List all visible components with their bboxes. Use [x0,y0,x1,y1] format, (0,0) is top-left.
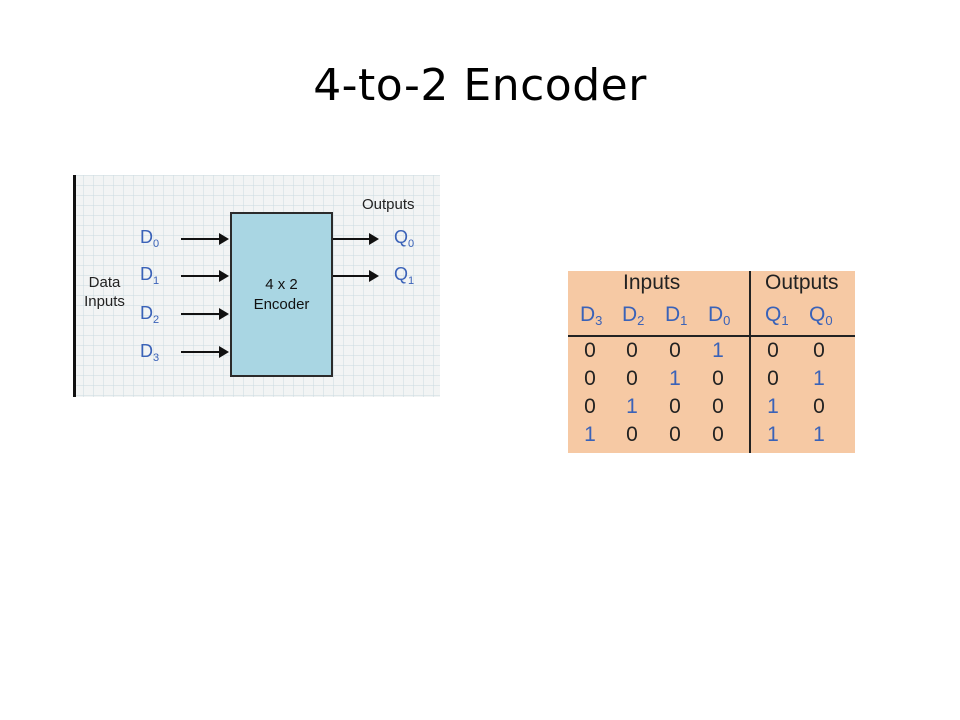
truth-table-divider [749,271,751,453]
truth-table-cell: 0 [712,423,724,446]
input-pin-d1: D1 [140,264,160,287]
input-arrow-d1 [181,270,229,282]
col-header-d2: D2 [622,303,645,328]
truth-table-cell: 0 [626,423,638,446]
truth-table-cell: 0 [712,395,724,418]
truth-table-cell: 0 [584,395,596,418]
input-arrow-d2 [181,308,229,320]
truth-table-cell: 1 [626,395,638,418]
truth-table-cell: 0 [813,339,825,362]
left-rule [73,175,76,397]
slide-title: 4-to-2 Encoder [313,60,647,111]
input-pin-d3: D3 [140,341,160,364]
output-arrow-q1 [333,270,379,282]
truth-table-cell: 1 [669,367,681,390]
output-arrow-q0 [333,233,379,245]
truth-table-cell: 1 [813,423,825,446]
truth-table-cell: 1 [767,423,779,446]
col-header-d3: D3 [580,303,603,328]
encoder-block-diagram: Data Inputs 4 x 2 Encoder Outputs D0 D1 … [73,175,440,397]
truth-table: Inputs Outputs D3 D2 D1 D0 Q1 Q0 0 0 0 1 0 0 0… [568,271,855,453]
col-header-d1: D1 [665,303,688,328]
input-pin-d2: D2 [140,303,160,326]
input-arrow-d3 [181,346,229,358]
col-header-d0: D0 [708,303,731,328]
truth-table-cell: 0 [626,367,638,390]
input-arrow-d0 [181,233,229,245]
data-inputs-label: Data Inputs [84,274,125,310]
outputs-label: Outputs [362,196,415,213]
truth-table-cell: 0 [584,339,596,362]
truth-table-cell: 1 [767,395,779,418]
truth-table-cell: 1 [813,367,825,390]
input-pin-d0: D0 [140,227,160,250]
truth-table-cell: 0 [669,395,681,418]
encoder-block: 4 x 2 Encoder [230,212,333,377]
truth-table-cell: 0 [669,339,681,362]
truth-table-cell: 0 [767,339,779,362]
output-pin-q0: Q0 [394,227,415,250]
output-pin-q1: Q1 [394,264,415,287]
truth-table-cell: 0 [626,339,638,362]
encoder-block-label: 4 x 2 Encoder [253,275,310,313]
truth-table-outputs-header: Outputs [765,271,839,294]
truth-table-inputs-header: Inputs [623,271,681,294]
truth-table-cell: 1 [712,339,724,362]
truth-table-cell: 0 [712,367,724,390]
truth-table-cell: 0 [813,395,825,418]
truth-table-cell: 0 [767,367,779,390]
col-header-q0: Q0 [809,303,833,328]
truth-table-cell: 1 [584,423,596,446]
truth-table-cell: 0 [584,367,596,390]
truth-table-cell: 0 [669,423,681,446]
truth-table-header-rule [568,335,855,337]
col-header-q1: Q1 [765,303,789,328]
